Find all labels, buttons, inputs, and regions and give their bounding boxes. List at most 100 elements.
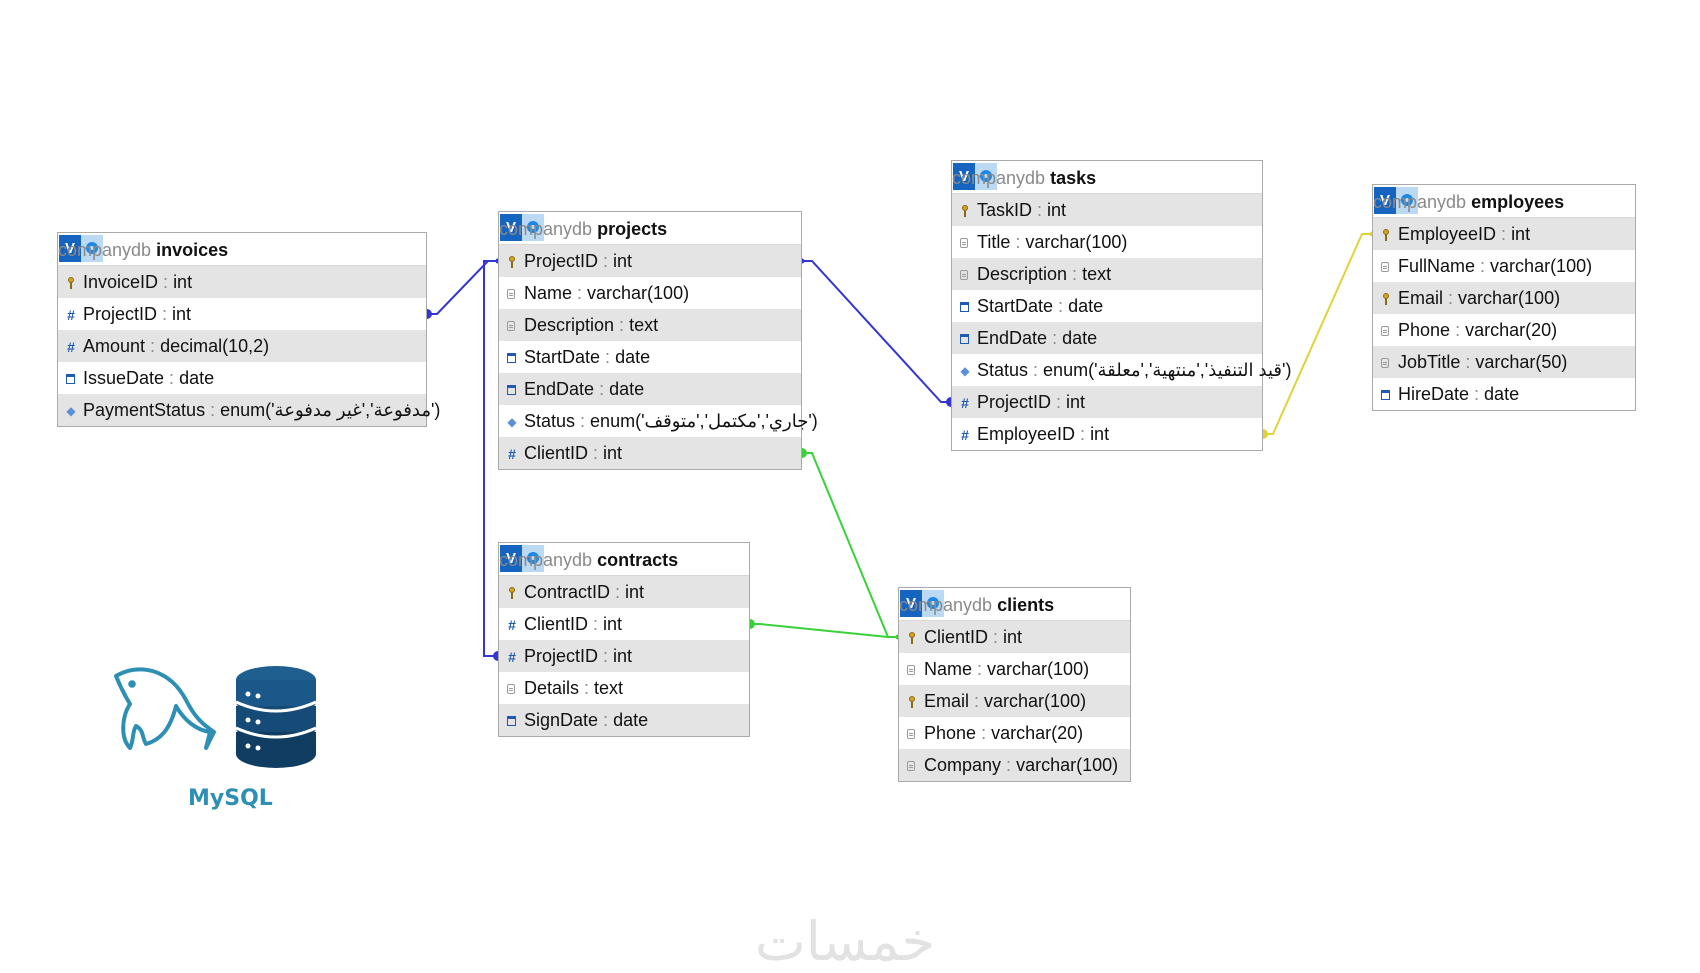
column-name: ClientID xyxy=(524,443,589,463)
column-row[interactable]: EndDate : date xyxy=(952,322,1262,354)
gear-icon[interactable] xyxy=(975,163,997,190)
column-row[interactable]: #ClientID : int xyxy=(499,608,749,640)
enum-icon: ◆ xyxy=(960,364,970,378)
column-row[interactable]: Title : varchar(100) xyxy=(952,226,1262,258)
column-row[interactable]: HireDate : date xyxy=(1373,378,1635,410)
text-icon xyxy=(960,238,968,248)
column-row[interactable]: ◆Status : enum('جاري','مكتمل','متوقف') xyxy=(499,405,817,437)
column-type: varchar(50) xyxy=(1475,352,1568,372)
table-title: companydb tasks xyxy=(952,168,1096,189)
column-row[interactable]: Name : varchar(100) xyxy=(499,277,801,309)
column-row[interactable]: StartDate : date xyxy=(952,290,1262,322)
column-name: ProjectID xyxy=(524,251,599,271)
column-name: EmployeeID xyxy=(977,424,1076,444)
column-row[interactable]: #ProjectID : int xyxy=(58,298,426,330)
relation-line xyxy=(797,448,901,640)
column-row[interactable]: ClientID : int xyxy=(899,621,1130,653)
column-type: varchar(20) xyxy=(991,723,1084,743)
view-button[interactable]: V xyxy=(500,214,522,241)
column-type: int xyxy=(613,646,633,666)
column-row[interactable]: #EmployeeID : int xyxy=(952,418,1262,450)
column-name: Amount xyxy=(83,336,146,356)
column-row[interactable]: IssueDate : date xyxy=(58,362,426,394)
column-row[interactable]: Name : varchar(100) xyxy=(899,653,1130,685)
date-icon xyxy=(66,374,75,384)
column-name: ProjectID xyxy=(977,392,1052,412)
column-separator: : xyxy=(1001,755,1017,775)
column-row[interactable]: Description : text xyxy=(499,309,801,341)
column-separator: : xyxy=(988,627,1004,647)
column-row[interactable]: InvoiceID : int xyxy=(58,266,426,298)
column-row[interactable]: ProjectID : int xyxy=(499,245,801,277)
gear-icon[interactable] xyxy=(922,590,944,617)
column-name: ProjectID xyxy=(524,646,599,666)
gear-icon[interactable] xyxy=(81,235,103,262)
column-list: ContractID : int#ClientID : int # ProjectI… xyxy=(499,576,749,736)
view-button[interactable]: V xyxy=(500,545,522,572)
column-row[interactable]: Company : varchar(100) xyxy=(899,749,1130,781)
key-icon xyxy=(907,632,917,644)
view-button[interactable]: V xyxy=(1374,187,1396,214)
date-icon xyxy=(960,334,969,344)
number-icon: # xyxy=(508,649,516,665)
column-separator: : xyxy=(1010,232,1026,252)
column-name: Phone xyxy=(1398,320,1451,340)
column-row[interactable]: Email : varchar(100) xyxy=(899,685,1130,717)
column-type: int xyxy=(1090,424,1110,444)
column-row[interactable]: #ProjectID : int xyxy=(499,640,749,672)
column-row[interactable]: FullName : varchar(100) xyxy=(1373,250,1635,282)
table-name: tasks xyxy=(1050,168,1097,188)
column-row[interactable]: Phone : varchar(20) xyxy=(1373,314,1635,346)
column-row[interactable]: #Amount : decimal(10,2) xyxy=(58,330,426,362)
text-icon xyxy=(1381,326,1389,336)
column-row[interactable]: ◆Status : enum('قيد التنفيذ','منتهية','م… xyxy=(952,354,1291,386)
table-title: companydb contracts xyxy=(499,550,678,571)
text-icon xyxy=(507,321,515,331)
column-row[interactable]: Description : text xyxy=(952,258,1262,290)
column-row[interactable]: SignDate : date xyxy=(499,704,749,736)
view-button[interactable]: V xyxy=(900,590,922,617)
gear-icon[interactable] xyxy=(522,214,544,241)
view-button[interactable]: V xyxy=(953,163,975,190)
database-name: companydb xyxy=(952,168,1046,188)
column-type: int xyxy=(625,582,645,602)
column-row[interactable]: ContractID : int xyxy=(499,576,749,608)
view-button[interactable]: V xyxy=(59,235,81,262)
column-name: PaymentStatus xyxy=(83,400,206,420)
column-name: EndDate xyxy=(524,379,595,399)
gear-icon[interactable] xyxy=(522,545,544,572)
column-row[interactable]: Phone : varchar(20) xyxy=(899,717,1130,749)
column-type: varchar(100) xyxy=(1016,755,1119,775)
table-name: invoices xyxy=(156,240,229,260)
column-row[interactable]: StartDate : date xyxy=(499,341,801,373)
column-row[interactable]: Email : varchar(100) xyxy=(1373,282,1635,314)
column-row[interactable]: JobTitle : varchar(50) xyxy=(1373,346,1635,378)
column-type: text xyxy=(1082,264,1112,284)
column-row[interactable]: EndDate : date xyxy=(499,373,801,405)
column-row[interactable]: Details : text xyxy=(499,672,749,704)
column-row[interactable]: EmployeeID : int xyxy=(1373,218,1635,250)
column-separator: : xyxy=(1496,224,1512,244)
column-row[interactable]: TaskID : int xyxy=(952,194,1262,226)
date-icon xyxy=(507,716,516,726)
database-icon xyxy=(235,666,317,768)
column-row[interactable]: ◆PaymentStatus : enum('مدفوعة','غير مدفو… xyxy=(58,394,440,426)
column-name: Phone xyxy=(924,723,977,743)
column-row[interactable]: #ClientID : int xyxy=(499,437,801,469)
column-row[interactable]: #ProjectID : int xyxy=(952,386,1262,418)
relation-line xyxy=(799,258,956,407)
gear-icon[interactable] xyxy=(1396,187,1418,214)
